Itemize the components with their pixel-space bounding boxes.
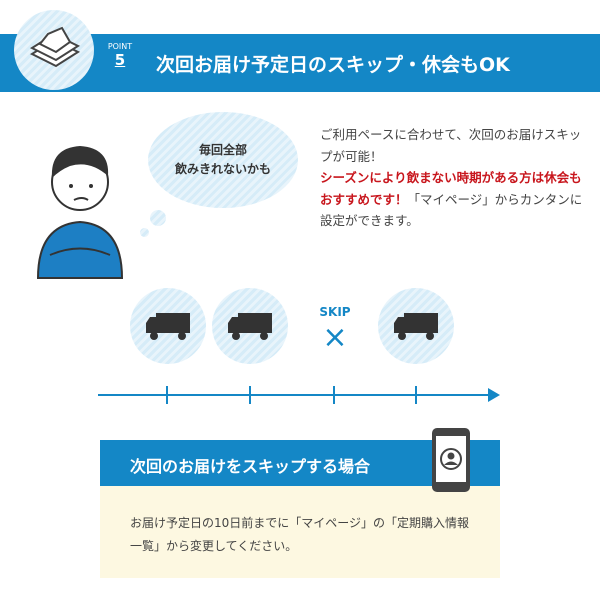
truck-icon [228,313,272,340]
timeline-tick [415,386,417,404]
timeline-tick [249,386,251,404]
page-title: 次回お届け予定日のスキップ・休会もOK [156,54,510,76]
bubble-dot [140,228,149,237]
calendar-icon [29,26,81,68]
truck-icon [394,313,438,340]
description-text: ご利用ペースに合わせて、次回のお届けスキップが可能！シーズンにより飲まない時期が… [320,127,583,228]
calendar-badge [14,10,94,90]
bubble-dot [150,210,166,226]
thought-bubble: 毎回全部飲みきれないかも [148,112,298,208]
delivery-circle-2 [212,288,288,364]
timeline-axis [98,394,490,396]
timeline-arrow-icon [488,388,500,402]
timeline-tick [333,386,335,404]
timeline-tick [166,386,168,404]
user-icon [440,448,462,470]
skip-info-text: お届け予定日の10日前までに「マイページ」の「定期購入情報一覧」から変更してくだ… [130,516,470,553]
skip-label: SKIP [319,305,351,319]
header-banner [0,34,600,92]
delivery-circle-1 [130,288,206,364]
smartphone-icon [432,428,470,492]
truck-icon [146,313,190,340]
skip-x-icon: × [322,320,348,355]
delivery-circle-3 [378,288,454,364]
person-illustration [36,146,124,279]
